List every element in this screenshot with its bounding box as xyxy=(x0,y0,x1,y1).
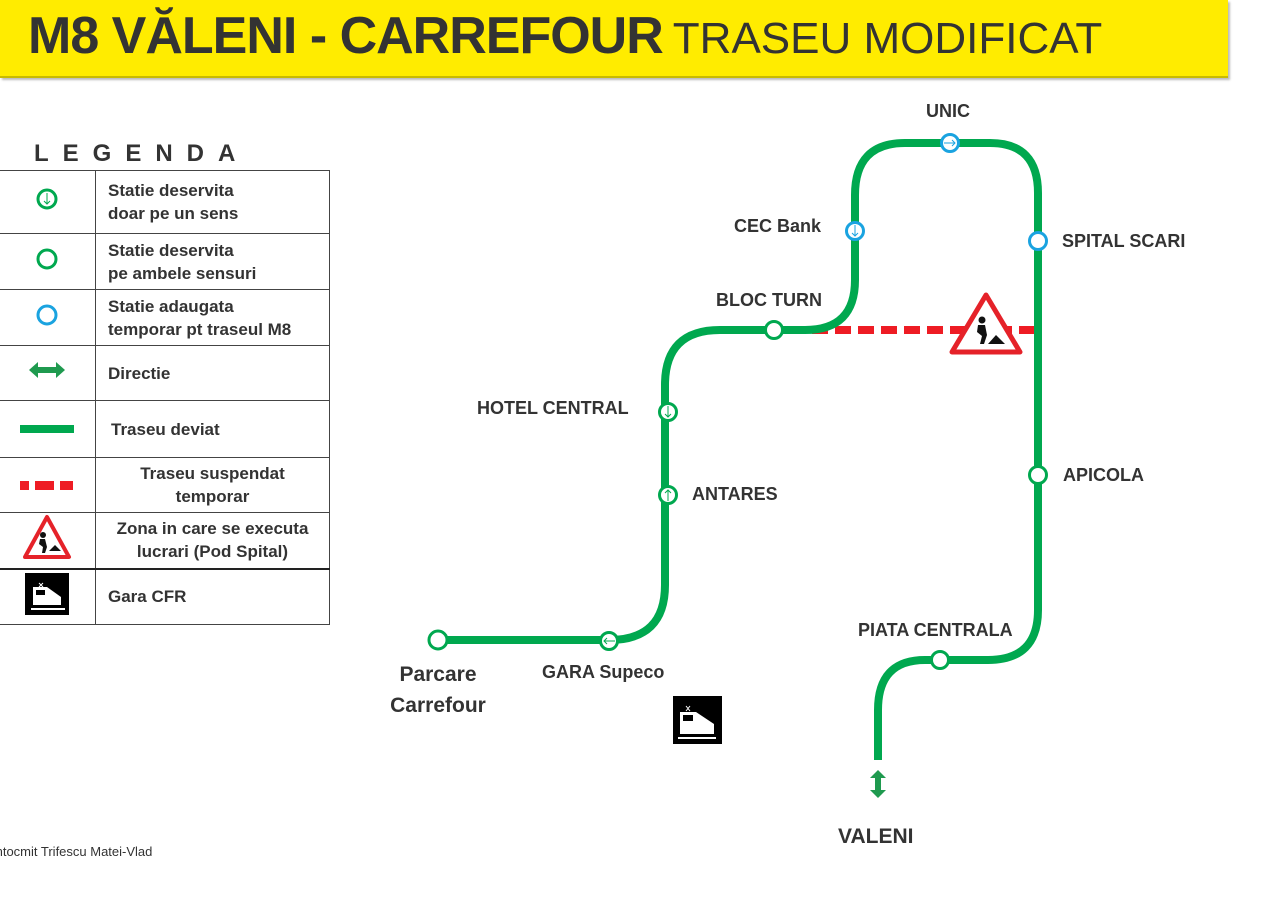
direction-arrow-icon xyxy=(29,362,65,378)
green-line-icon xyxy=(20,424,74,433)
legend-label: temporar pt traseul M8 xyxy=(108,319,292,339)
legend-row: Directie xyxy=(0,345,330,401)
legend-row: Statie deservita pe ambele sensuri xyxy=(0,233,330,290)
station-label-apicola: APICOLA xyxy=(1063,465,1144,485)
legend-label: Statie adaugata xyxy=(108,296,234,316)
train-icon xyxy=(25,572,69,615)
route-subtitle: TRASEU MODIFICAT xyxy=(672,14,1103,63)
label-line: Carrefour xyxy=(390,694,486,717)
legend-row: Statie deservita doar pe un sens xyxy=(0,170,330,234)
roadworks-sign-icon xyxy=(23,515,71,560)
station-label-hotel-central: HOTEL CENTRAL xyxy=(477,398,629,418)
legend-label: doar pe un sens xyxy=(108,204,239,223)
station-label-gara-supeco: GARA Supeco xyxy=(542,662,665,682)
train-station-icon xyxy=(673,696,722,744)
legend-label: Directie xyxy=(108,363,171,383)
one-way-station-icon xyxy=(36,188,58,210)
legend-title: LEGENDA xyxy=(34,140,250,167)
legend-label: Statie deservita xyxy=(108,181,234,200)
two-way-station-icon xyxy=(36,248,58,269)
red-dashed-line-icon xyxy=(20,480,73,490)
legend-table: Statie deservita doar pe un sens Statie d… xyxy=(0,170,330,625)
station-bloc-turn[interactable] xyxy=(764,320,784,340)
one-way-arrow-icon xyxy=(664,406,672,418)
station-label-unic: UNIC xyxy=(926,101,970,121)
diverted-route-line xyxy=(438,139,1042,760)
legend-label: Traseu suspendat xyxy=(140,464,285,483)
one-way-arrow-icon xyxy=(664,489,672,501)
direction-arrow-icon xyxy=(870,770,886,798)
legend-row: Statie adaugata temporar pt traseul M8 xyxy=(0,289,330,346)
temporary-station-icon xyxy=(36,304,58,325)
label-line: Parcare xyxy=(399,663,477,686)
station-label-piata-centrala: PIATA CENTRALA xyxy=(858,620,1013,640)
station-spital-scari[interactable] xyxy=(1028,231,1048,251)
station-apicola[interactable] xyxy=(1028,465,1048,485)
roadworks-sign-icon xyxy=(949,292,1023,355)
station-parcare-carrefour[interactable] xyxy=(427,629,449,651)
terminus-label-valeni: VALENI xyxy=(838,825,914,848)
station-label-antares: ANTARES xyxy=(692,484,778,504)
station-label-cec-bank: CEC Bank xyxy=(734,216,822,236)
station-label-bloc-turn: BLOC TURN xyxy=(716,290,822,310)
legend-label: temporar xyxy=(175,487,250,506)
author-credit: Intocmit Trifescu Matei-Vlad xyxy=(0,844,153,859)
station-label-spital-scari: SPITAL SCARI xyxy=(1062,231,1186,251)
legend-label: Gara CFR xyxy=(108,587,187,607)
legend-row: Gara CFR xyxy=(0,568,330,625)
route-title: M8 VĂLENI - CARREFOUR xyxy=(28,7,664,65)
legend-label: Zona in care se executa xyxy=(116,519,309,539)
legend-label: lucrari (Pod Spital) xyxy=(136,542,289,562)
one-way-arrow-icon xyxy=(944,139,956,147)
one-way-arrow-icon xyxy=(851,225,859,237)
one-way-arrow-icon xyxy=(603,637,615,645)
legend-label: pe ambele sensuri xyxy=(108,263,257,283)
legend-row: Traseu suspendat temporar xyxy=(0,457,330,513)
legend-label: Traseu deviat xyxy=(111,419,220,439)
legend-row: Zona in care se executa lucrari (Pod Spit… xyxy=(0,512,330,569)
legend-label: Statie deservita xyxy=(108,240,234,260)
legend-row: Traseu deviat xyxy=(0,400,330,458)
station-piata-centrala[interactable] xyxy=(930,650,950,670)
